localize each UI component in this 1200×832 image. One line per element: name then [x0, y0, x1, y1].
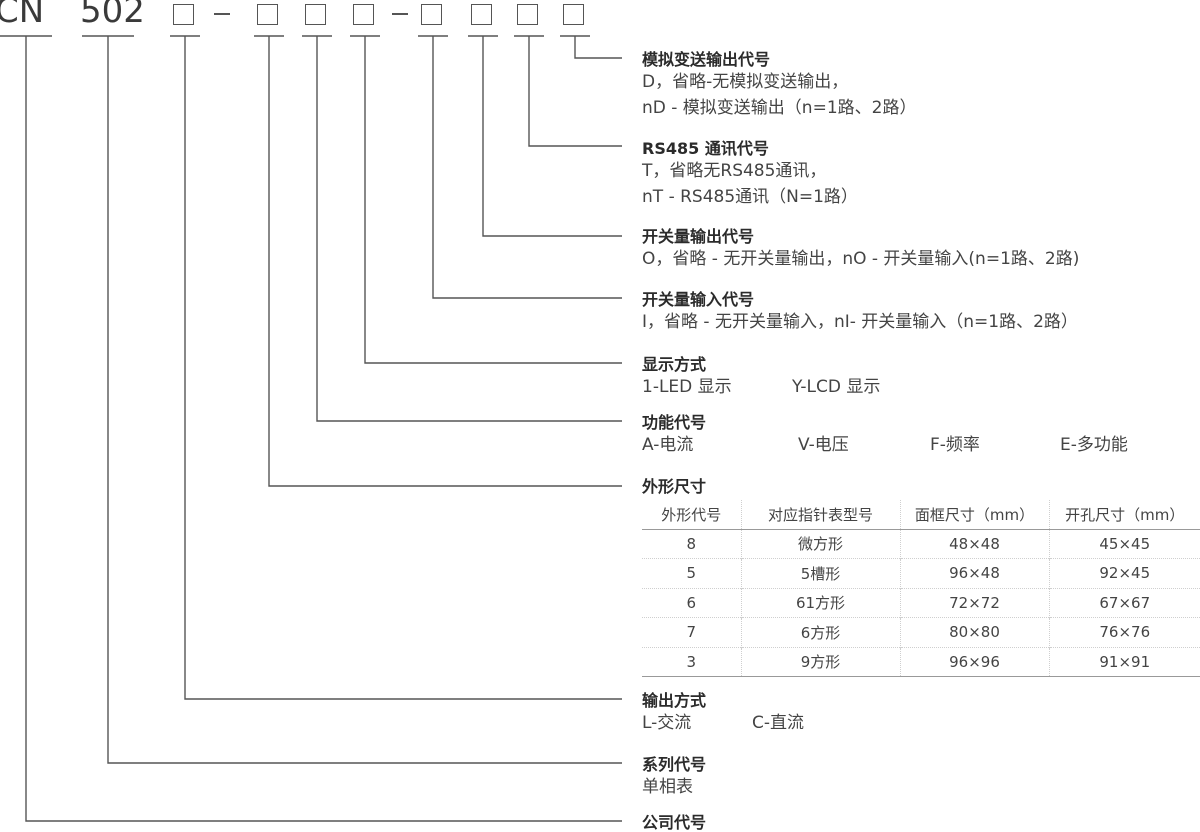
- table-header-row: 外形代号 对应指针表型号 面框尺寸（mm） 开孔尺寸（mm）: [642, 500, 1200, 530]
- analog-code-box: [563, 4, 584, 25]
- table-cell: 5槽形: [740, 558, 900, 588]
- connector-output: [184, 36, 622, 700]
- option-row: A-电流 V-电压 F-频率 E-多功能: [642, 432, 1198, 458]
- section-title: 开关量输出代号: [642, 227, 755, 246]
- section-line: I，省略 - 无开关量输入，nI- 开关量输入（n=1路、2路）: [642, 312, 1078, 332]
- table-cell: 6方形: [740, 617, 900, 647]
- section-title: 功能代号: [642, 413, 707, 432]
- table-row: 6 61方形 72×72 67×67: [642, 587, 1200, 618]
- header-cell: 对应指针表型号: [740, 500, 900, 530]
- section-line: nT - RS485通讯（N=1路）: [642, 187, 858, 207]
- series-code-text: 502: [80, 0, 145, 31]
- section-title: 公司代号: [642, 813, 707, 832]
- header-cell: 面框尺寸（mm）: [899, 500, 1049, 530]
- section-switch-out: 开关量输出代号 O，省略 - 无开关量输出，nO - 开关量输入(n=1路、2路…: [642, 227, 1198, 272]
- switch-in-code-box: [421, 4, 442, 25]
- section-display: 显示方式 1-LED 显示 Y-LCD 显示: [642, 355, 1198, 400]
- table-cell: 6: [642, 587, 741, 618]
- section-analog: 模拟变送输出代号 D，省略-无模拟变送输出， nD - 模拟变送输出（n=1路、…: [642, 50, 1198, 121]
- function-code-box: [305, 4, 326, 25]
- option-current: A-电流: [642, 435, 694, 455]
- section-switch-in: 开关量输入代号 I，省略 - 无开关量输入，nI- 开关量输入（n=1路、2路）: [642, 290, 1198, 335]
- section-line: O，省略 - 无开关量输出，nO - 开关量输入(n=1路、2路): [642, 249, 1080, 269]
- connector-analog: [574, 36, 622, 59]
- section-title: 输出方式: [642, 691, 707, 710]
- section-line: D，省略-无模拟变送输出，: [642, 72, 849, 92]
- section-title: 显示方式: [642, 355, 707, 374]
- table-row: 5 5槽形 96×48 92×45: [642, 558, 1200, 588]
- option-ac: L-交流: [642, 713, 692, 733]
- output-code-box: [173, 4, 194, 25]
- section-line: nD - 模拟变送输出（n=1路、2路）: [642, 98, 917, 118]
- connector-function: [316, 36, 622, 422]
- section-function: 功能代号 A-电流 V-电压 F-频率 E-多功能: [642, 413, 1198, 458]
- option-voltage: V-电压: [798, 435, 849, 455]
- table-row: 7 6方形 80×80 76×76: [642, 617, 1200, 647]
- option-dc: C-直流: [752, 713, 805, 733]
- connector-display: [364, 36, 622, 364]
- table-cell: 7: [642, 617, 741, 647]
- connector-rs485: [528, 36, 622, 147]
- section-title: 外形尺寸: [642, 477, 707, 496]
- section-rs485: RS485 通讯代号 T，省略无RS485通讯， nT - RS485通讯（N=…: [642, 139, 1198, 210]
- table-cell: 80×80: [899, 617, 1049, 647]
- table-cell: 48×48: [899, 528, 1049, 559]
- section-dimension: 外形尺寸: [642, 477, 1198, 496]
- header-cell: 外形代号: [642, 500, 741, 530]
- table-cell: 61方形: [740, 587, 900, 618]
- table-cell: 76×76: [1048, 617, 1200, 647]
- option-led: 1-LED 显示: [642, 377, 732, 397]
- table-row: 3 9方形 96×96 91×91: [642, 646, 1200, 677]
- table-cell: 92×45: [1048, 558, 1200, 588]
- switch-out-code-box: [471, 4, 492, 25]
- section-company: 公司代号: [642, 813, 1198, 832]
- section-title: 开关量输入代号: [642, 290, 755, 309]
- connector-switch-out: [482, 36, 622, 237]
- dimension-code-box: [257, 4, 278, 25]
- table-cell: 微方形: [740, 528, 900, 559]
- section-title: RS485 通讯代号: [642, 139, 769, 158]
- option-frequency: F-频率: [930, 435, 980, 455]
- code-dash: [392, 13, 408, 15]
- connector-dimension: [268, 36, 622, 487]
- table-cell: 5: [642, 558, 741, 588]
- code-dash: [214, 13, 230, 15]
- table-cell: 96×48: [899, 558, 1049, 588]
- option-multifunction: E-多功能: [1060, 435, 1128, 455]
- option-lcd: Y-LCD 显示: [792, 377, 881, 397]
- company-code-text: CN: [0, 0, 45, 31]
- table-cell: 9方形: [740, 646, 900, 677]
- dimension-table: 外形代号 对应指针表型号 面框尺寸（mm） 开孔尺寸（mm） 8 微方形 48×…: [642, 500, 1200, 677]
- table-cell: 67×67: [1048, 587, 1200, 618]
- display-code-box: [353, 4, 374, 25]
- header-cell: 开孔尺寸（mm）: [1048, 500, 1200, 530]
- connector-series: [107, 36, 622, 764]
- table-cell: 72×72: [899, 587, 1049, 618]
- section-output: 输出方式 L-交流 C-直流: [642, 691, 1198, 736]
- section-line: T，省略无RS485通讯，: [642, 161, 827, 181]
- option-row: 1-LED 显示 Y-LCD 显示: [642, 374, 1198, 400]
- section-title: 系列代号: [642, 755, 707, 774]
- section-series: 系列代号 单相表: [642, 755, 1198, 800]
- table-cell: 3: [642, 646, 741, 677]
- section-line: 单相表: [642, 777, 693, 797]
- rs485-code-box: [517, 4, 538, 25]
- table-cell: 91×91: [1048, 646, 1200, 677]
- table-cell: 45×45: [1048, 528, 1200, 559]
- option-row: L-交流 C-直流: [642, 710, 1198, 736]
- connector-switch-in: [432, 36, 622, 299]
- table-cell: 96×96: [899, 646, 1049, 677]
- section-title: 模拟变送输出代号: [642, 50, 771, 69]
- table-cell: 8: [642, 528, 741, 559]
- connector-company: [25, 36, 622, 822]
- table-row: 8 微方形 48×48 45×45: [642, 528, 1200, 559]
